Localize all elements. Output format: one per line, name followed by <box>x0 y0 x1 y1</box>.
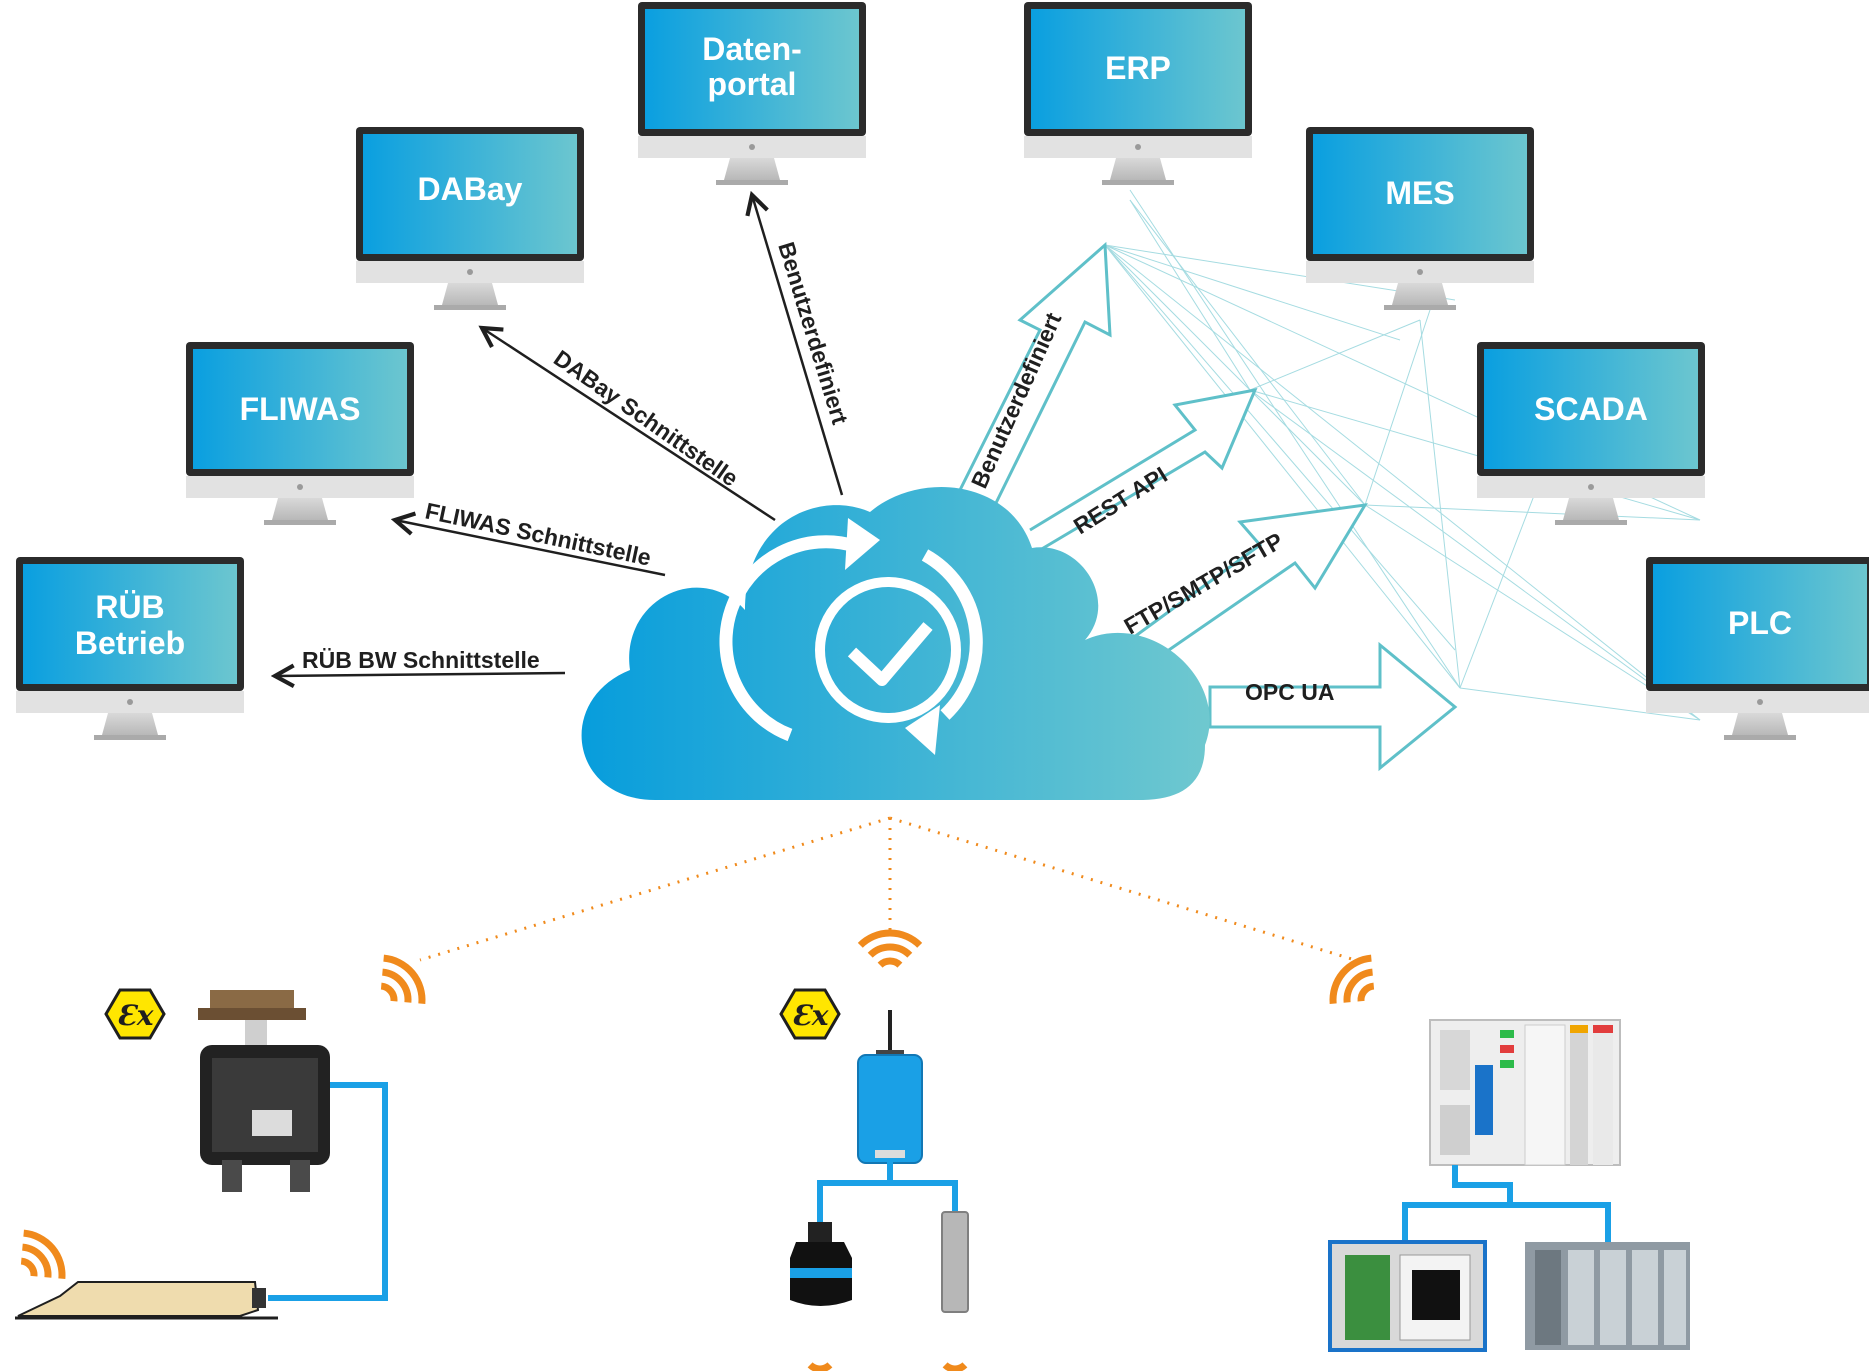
monitor-label-rueb-line1: RÜB <box>95 589 164 625</box>
signal-arc <box>23 1229 66 1279</box>
check-circle <box>815 577 961 723</box>
monitor-stand <box>1110 158 1166 180</box>
signal-arc <box>20 1257 38 1277</box>
signal-arc <box>877 957 903 968</box>
monitor-stand <box>1392 283 1448 305</box>
monitor-screen <box>1031 9 1245 129</box>
monitor-fliwas <box>186 342 414 525</box>
monitor-label-fliwas: FLIWAS <box>240 391 361 427</box>
arrow-rest-api <box>1029 388 1258 552</box>
field-device-center <box>790 1010 969 1313</box>
monitor-screen <box>1653 564 1867 684</box>
monitor-rueb-betrieb <box>16 557 244 740</box>
wireless-signal-icon-center-bottom-left <box>807 1362 833 1371</box>
label-rueb-bw-schnittstelle: RÜB BW Schnittstelle <box>302 647 540 673</box>
monitor-label-datenportal-line2: portal <box>708 66 797 102</box>
ex-badge-icon: Ɛx <box>104 988 166 1040</box>
sensor-plate <box>17 1281 260 1317</box>
ex-badge-center-text: Ɛx <box>792 999 829 1032</box>
wireless-links <box>419 816 1356 962</box>
monitor-stand <box>724 158 780 180</box>
monitor-label-datenportal-line1: Daten- <box>702 31 802 67</box>
monitor-logo <box>1417 269 1423 275</box>
ex-badge-icon: Ɛx <box>779 988 841 1040</box>
monitor-erp <box>1024 2 1252 185</box>
monitor-base <box>264 520 336 525</box>
monitor-label-rueb-line2: Betrieb <box>75 625 185 661</box>
monitor-base <box>1384 305 1456 310</box>
field-device-right <box>1328 1019 1690 1352</box>
arrow-ftp <box>1129 503 1368 665</box>
monitor-screen <box>1313 134 1527 254</box>
signal-arc <box>21 1243 52 1278</box>
monitor-label-plc: PLC <box>1728 605 1792 641</box>
monitor-logo <box>1135 144 1141 150</box>
wireless-signal-icon-right-top <box>1329 954 1375 1004</box>
label-opc-ua: OPC UA <box>1245 679 1334 705</box>
monitor-dabay <box>356 127 584 310</box>
monitor-logo <box>127 699 133 705</box>
monitor-logo <box>297 484 303 490</box>
monitor-stand <box>102 713 158 735</box>
signal-arc <box>1329 954 1372 1004</box>
signal-arc <box>867 943 913 958</box>
monitor-base <box>434 305 506 310</box>
wireless-signal-icon-center-bottom-right <box>942 1362 968 1371</box>
monitor-screen <box>193 349 407 469</box>
signal-arc <box>857 929 923 948</box>
monitor-label-dabay: DABay <box>418 171 523 207</box>
signal-arc <box>381 968 412 1003</box>
signal-arc <box>1357 982 1375 1002</box>
monitor-base <box>1724 735 1796 740</box>
monitor-label-erp: ERP <box>1105 50 1171 86</box>
monitor-label-mes: MES <box>1385 175 1454 211</box>
signal-arc <box>383 954 426 1004</box>
signal-arc <box>807 1362 833 1371</box>
dark-arrows <box>275 195 844 676</box>
monitor-logo <box>749 144 755 150</box>
monitor-stand <box>272 498 328 520</box>
connection-mesh <box>1104 189 1701 721</box>
outline-arrows <box>953 241 1458 772</box>
checkmark-icon <box>847 622 933 686</box>
monitor-logo <box>467 269 473 275</box>
monitor-screen <box>1484 349 1698 469</box>
monitor-logo <box>1757 699 1763 705</box>
sync-arrows <box>719 535 983 742</box>
signal-arc <box>380 982 398 1002</box>
cloud-sync-icon <box>581 486 1210 800</box>
ex-badge-left-text: Ɛx <box>117 999 154 1032</box>
monitor-base <box>94 735 166 740</box>
monitor-plc <box>1646 557 1869 740</box>
monitor-stand <box>1563 498 1619 520</box>
monitor-stand <box>442 283 498 305</box>
monitor-base <box>1102 180 1174 185</box>
arrow-opc-ua <box>1208 641 1458 772</box>
monitor-screen <box>363 134 577 254</box>
wireless-signal-icon-center-top <box>857 929 923 968</box>
monitor-logo <box>1588 484 1594 490</box>
monitor-label-scada: SCADA <box>1534 391 1648 427</box>
monitor-datenportal <box>638 2 866 185</box>
wireless-signal-icon-left-top <box>380 954 426 1004</box>
label-dabay-schnittstelle: DABay Schnittstelle <box>549 345 743 492</box>
monitor-base <box>1555 520 1627 525</box>
monitor-mes <box>1306 127 1534 310</box>
signal-arc <box>1343 968 1374 1003</box>
wireless-signal-icon-left-bottom <box>20 1229 66 1279</box>
monitor-screen <box>23 564 237 684</box>
wireless-signal-icons <box>20 929 1375 1371</box>
label-fliwas-schnittstelle: FLIWAS Schnittstelle <box>423 497 653 570</box>
monitor-screen <box>645 9 859 129</box>
monitors <box>16 2 1869 740</box>
field-device-left <box>15 990 388 1320</box>
signal-arc <box>942 1362 968 1371</box>
monitor-scada <box>1477 342 1705 525</box>
monitor-base <box>716 180 788 185</box>
monitor-stand <box>1732 713 1788 735</box>
arrow-benutzerdefiniert-erp <box>953 241 1112 506</box>
